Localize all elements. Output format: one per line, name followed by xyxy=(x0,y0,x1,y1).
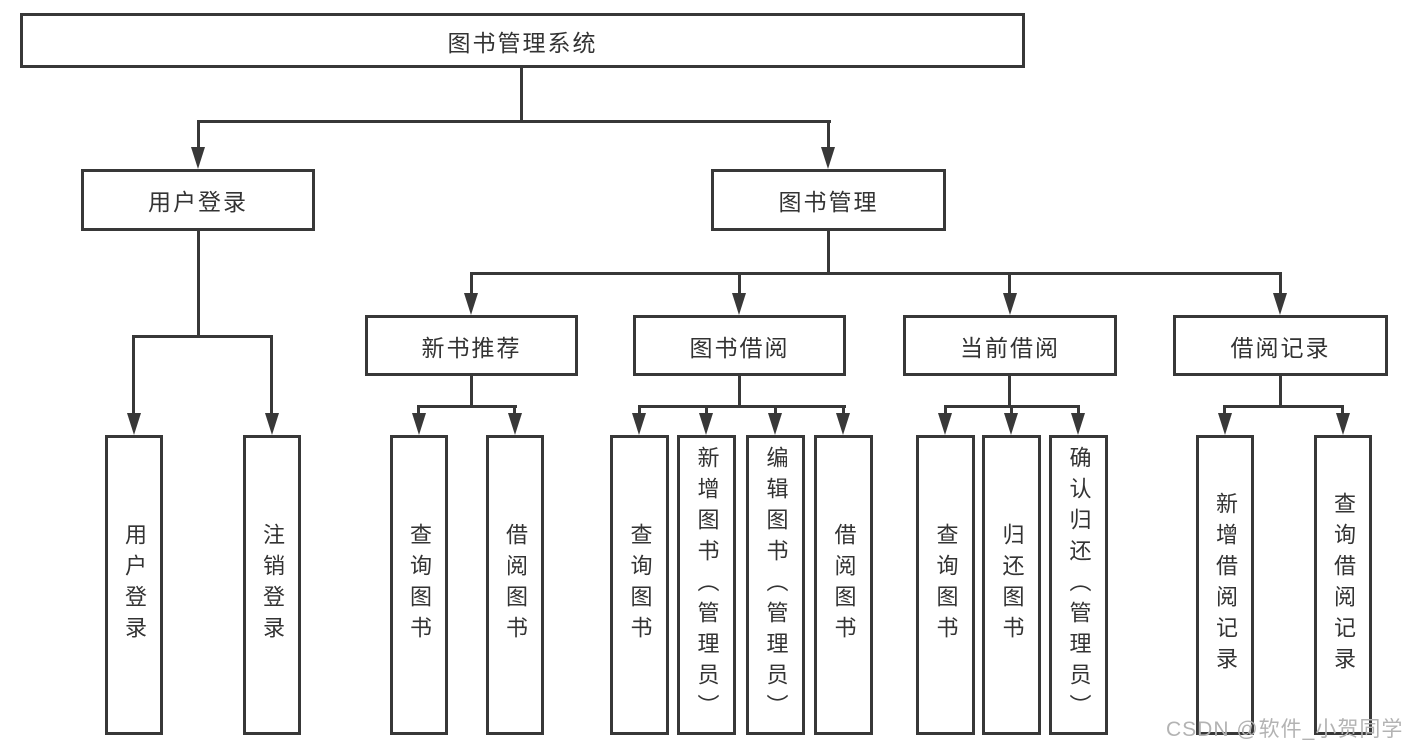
node-current-borrowing: 当前借阅 xyxy=(903,315,1117,376)
connector-line xyxy=(944,405,947,415)
csdn-watermark: CSDN @软件_小贺同学 xyxy=(1166,718,1404,741)
node-book-management-label: 图书管理 xyxy=(778,189,879,215)
node-library-system: 图书管理系统 xyxy=(20,13,1025,68)
leaf-query-borrow-record: 查询借阅记录 xyxy=(1314,435,1372,735)
connector-line xyxy=(1077,405,1080,415)
arrowhead-down-icon xyxy=(1218,413,1232,435)
connector-line xyxy=(705,405,708,415)
leaf-query-books-current-label: 查询图书 xyxy=(933,523,959,647)
connector-book-borrowing-stub xyxy=(738,376,741,407)
arrowhead-down-icon xyxy=(265,413,279,435)
connector-line xyxy=(1010,405,1013,415)
leaf-query-books-recommend: 查询图书 xyxy=(390,435,448,735)
arrowhead-down-icon xyxy=(1273,293,1287,315)
arrowhead-down-icon xyxy=(938,413,952,435)
connector-line xyxy=(132,335,135,415)
arrowhead-down-icon xyxy=(127,413,141,435)
node-current-borrowing-label: 当前借阅 xyxy=(960,334,1060,361)
connector-level2-hline xyxy=(470,272,1282,275)
connector-line xyxy=(270,335,273,415)
connector-user-login-stub xyxy=(197,231,200,335)
leaf-user-login: 用户登录 xyxy=(105,435,163,735)
arrowhead-down-icon xyxy=(191,147,205,169)
connector-level1-hline xyxy=(197,120,831,123)
connector-line xyxy=(470,272,473,295)
arrowhead-down-icon xyxy=(1071,413,1085,435)
node-library-system-label: 图书管理系统 xyxy=(447,29,598,56)
connector-line xyxy=(417,405,420,415)
arrowhead-down-icon xyxy=(1336,413,1350,435)
arrowhead-down-icon xyxy=(632,413,646,435)
connector-line xyxy=(774,405,777,415)
connector-line xyxy=(638,405,641,415)
node-book-borrowing-label: 图书借阅 xyxy=(689,334,790,361)
connector-borrowing-records-hline xyxy=(1224,405,1344,408)
connector-line xyxy=(197,120,200,149)
leaf-logout-label: 注销登录 xyxy=(260,523,285,647)
node-borrowing-records: 借阅记录 xyxy=(1173,315,1388,376)
leaf-query-books-borrowing: 查询图书 xyxy=(610,435,669,735)
leaf-query-borrow-record-label: 查询借阅记录 xyxy=(1331,492,1356,678)
leaf-logout: 注销登录 xyxy=(243,435,301,735)
leaf-add-borrow-record: 新增借阅记录 xyxy=(1196,435,1254,735)
arrowhead-down-icon xyxy=(732,293,746,315)
leaf-query-books-borrowing-label: 查询图书 xyxy=(627,523,653,647)
arrowhead-down-icon xyxy=(464,293,478,315)
leaf-edit-books-admin-label: 编辑图书（管理员） xyxy=(763,445,789,725)
connector-line xyxy=(1008,272,1011,295)
leaf-confirm-return-admin: 确认归还（管理员） xyxy=(1049,435,1108,735)
leaf-borrow-books-recommend: 借阅图书 xyxy=(486,435,544,735)
leaf-borrow-books-recommend-label: 借阅图书 xyxy=(503,523,528,647)
leaf-add-books-admin-label: 新增图书（管理员） xyxy=(694,445,720,725)
leaf-add-borrow-record-label: 新增借阅记录 xyxy=(1213,492,1238,678)
leaf-return-books-label: 归还图书 xyxy=(999,523,1025,647)
arrowhead-down-icon xyxy=(836,413,850,435)
connector-current-borrowing-stub xyxy=(1008,376,1011,407)
node-borrowing-records-label: 借阅记录 xyxy=(1230,334,1331,361)
connector-new-book-stub xyxy=(470,376,473,407)
arrowhead-down-icon xyxy=(412,413,426,435)
arrowhead-down-icon xyxy=(699,413,713,435)
arrowhead-down-icon xyxy=(821,147,835,169)
arrowhead-down-icon xyxy=(508,413,522,435)
leaf-confirm-return-admin-label: 确认归还（管理员） xyxy=(1066,445,1092,725)
connector-borrowing-records-stub xyxy=(1279,376,1282,407)
leaf-add-books-admin: 新增图书（管理员） xyxy=(677,435,736,735)
connector-line xyxy=(1279,272,1282,295)
connector-root-stub xyxy=(520,68,523,120)
connector-user-login-hline xyxy=(132,335,273,338)
node-book-management: 图书管理 xyxy=(711,169,946,231)
connector-line xyxy=(1223,405,1226,415)
node-book-borrowing: 图书借阅 xyxy=(633,315,846,376)
node-new-book-recommendation: 新书推荐 xyxy=(365,315,578,376)
node-new-book-recommendation-label: 新书推荐 xyxy=(421,334,522,361)
connector-line xyxy=(1341,405,1344,415)
node-user-login: 用户登录 xyxy=(81,169,315,231)
leaf-borrow-books-borrowing-label: 借阅图书 xyxy=(831,523,857,647)
arrowhead-down-icon xyxy=(1004,413,1018,435)
connector-line xyxy=(827,120,830,149)
leaf-return-books: 归还图书 xyxy=(982,435,1041,735)
leaf-query-books-current: 查询图书 xyxy=(916,435,975,735)
arrowhead-down-icon xyxy=(768,413,782,435)
connector-new-book-hline xyxy=(418,405,517,408)
connector-line xyxy=(738,272,741,295)
arrowhead-down-icon xyxy=(1003,293,1017,315)
leaf-borrow-books-borrowing: 借阅图书 xyxy=(814,435,873,735)
leaf-query-books-recommend-label: 查询图书 xyxy=(407,523,432,647)
connector-line xyxy=(842,405,845,415)
connector-book-management-stub xyxy=(827,231,830,272)
connector-book-borrowing-hline xyxy=(638,405,846,408)
leaf-edit-books-admin: 编辑图书（管理员） xyxy=(746,435,805,735)
leaf-user-login-label: 用户登录 xyxy=(122,523,147,647)
node-user-login-label: 用户登录 xyxy=(148,189,248,215)
connector-line xyxy=(513,405,516,415)
